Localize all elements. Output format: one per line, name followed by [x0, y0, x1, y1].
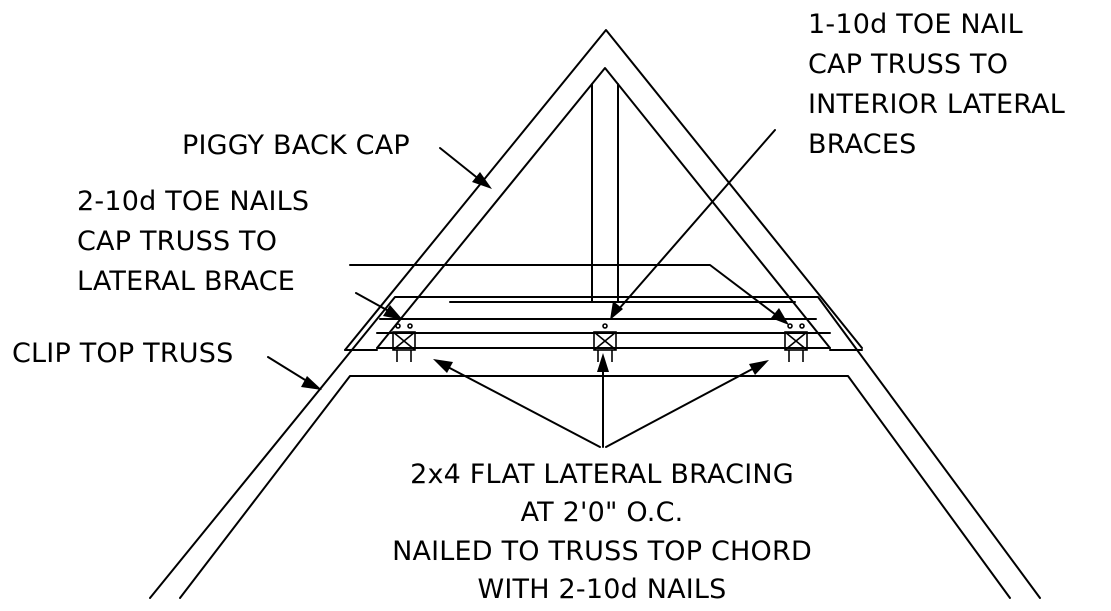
leader-piggy-back-cap: [439, 147, 492, 189]
leader-toe-nails: [349, 264, 789, 325]
lateral-brace-block-center: [593, 323, 617, 362]
lateral-brace-plate: [379, 301, 817, 320]
label-piggy-back-cap: PIGGY BACK CAP: [182, 130, 410, 161]
label-toe-nails-line1: 2-10d TOE NAILS: [77, 186, 309, 217]
label-toe-nail-line4: BRACES: [808, 129, 916, 160]
leader-toe-nail-center: [610, 129, 776, 320]
leader-bracing: [433, 353, 769, 448]
lateral-brace-block-right: [784, 323, 808, 362]
label-toe-nail-line1: 1-10d TOE NAIL: [808, 9, 1023, 40]
clip-top-truss: [149, 296, 1041, 599]
label-bracing-line1: 2x4 FLAT LATERAL BRACING: [410, 459, 794, 490]
piggy-back-cap-truss: [344, 29, 863, 351]
leader-clip-top-truss: [267, 356, 322, 390]
lateral-brace-block-left: [392, 323, 416, 362]
label-toe-nail-line3: INTERIOR LATERAL: [808, 89, 1065, 120]
label-toe-nails-line3: LATERAL BRACE: [77, 266, 295, 297]
label-bracing-line2: AT 2'0" O.C.: [521, 497, 684, 528]
label-bracing-line4: WITH 2-10d NAILS: [477, 574, 726, 605]
label-toe-nails-line2: CAP TRUSS TO: [77, 226, 277, 257]
label-bracing-line3: NAILED TO TRUSS TOP CHORD: [392, 536, 812, 567]
label-toe-nail-line2: CAP TRUSS TO: [808, 49, 1008, 80]
label-clip-top-truss: CLIP TOP TRUSS: [12, 338, 233, 369]
